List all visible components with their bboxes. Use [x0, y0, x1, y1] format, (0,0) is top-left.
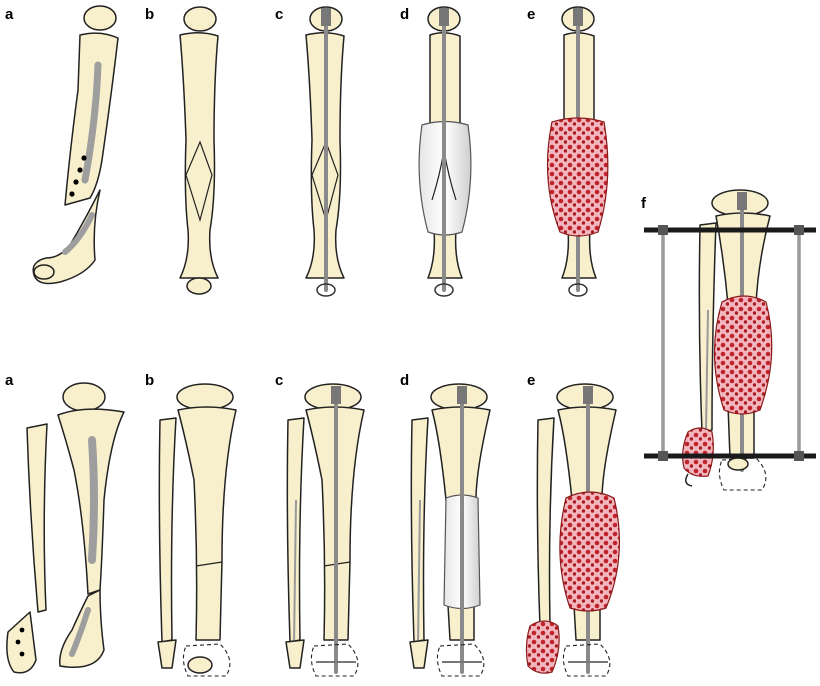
tibia [177, 406, 237, 641]
top-d-bone [418, 6, 472, 297]
distal-epiphysis [33, 264, 55, 280]
label-bottom-e: e [527, 372, 535, 389]
fibula [536, 417, 555, 628]
screw-hole [73, 179, 79, 185]
talus-outline [562, 643, 611, 677]
clamp [794, 225, 804, 235]
nail-thread [737, 192, 747, 210]
fibula-wire [705, 309, 709, 431]
label-bottom-c: c [275, 372, 283, 389]
talar-dome [187, 656, 213, 674]
nail-thread [439, 8, 449, 26]
label-f: f [641, 195, 647, 212]
medullary-canal-distal [69, 607, 91, 657]
fibula-fragment [26, 423, 48, 613]
label-top-e: e [527, 6, 535, 23]
label-top-c: c [275, 6, 283, 23]
proximal-epiphysis [183, 6, 217, 32]
nail-eye [316, 283, 336, 297]
fibula-wire [417, 499, 421, 646]
fracture-line [311, 140, 339, 223]
medullary-canal [81, 61, 102, 184]
fibula-malleolus [409, 639, 429, 669]
talus-outline [718, 457, 767, 491]
top-e-bone [546, 6, 609, 297]
clamp [794, 451, 804, 461]
screw-hole [15, 639, 21, 645]
talus-outline [310, 643, 359, 677]
nail-thread [573, 8, 583, 26]
bottom-d-bones [409, 383, 491, 677]
distal-epiphysis [186, 277, 212, 295]
tibia-plateau [176, 383, 234, 411]
label-top-a: a [5, 6, 14, 23]
label-bottom-a: a [5, 372, 14, 389]
fibula-bone-graft [525, 620, 560, 674]
osteotomy-line [195, 561, 223, 567]
nail-thread [457, 386, 467, 404]
panel-f-fixator [644, 189, 816, 491]
fibula-malleolus [285, 639, 305, 669]
talar-dome [727, 457, 749, 471]
proximal-epiphysis [83, 5, 117, 31]
nail-eye [568, 283, 588, 297]
fibula-wire [293, 499, 297, 646]
nail-thread [321, 8, 331, 26]
nail-eye [434, 283, 454, 297]
screw-hole [19, 627, 25, 633]
talus-outline [182, 643, 231, 677]
label-bottom-b: b [145, 372, 154, 389]
bone-graft [546, 117, 609, 237]
tibia-bone-graft [713, 295, 773, 415]
wire-hook [685, 473, 693, 487]
fibula [158, 417, 177, 643]
top-c-bone [305, 6, 345, 297]
label-top-b: b [145, 6, 154, 23]
fibula-bone-graft [682, 427, 714, 477]
screw-hole [81, 155, 87, 161]
bottom-b-bones [157, 383, 237, 677]
bottom-a-bones [6, 382, 125, 674]
nail-thread [331, 386, 341, 404]
tibia-bone-graft [559, 491, 621, 612]
reduced-shaft [179, 32, 219, 279]
clamp [658, 225, 668, 235]
nail-thread [583, 386, 593, 404]
fibula-malleolus [157, 639, 177, 669]
top-a-bone [32, 5, 119, 285]
talus-outline [436, 643, 485, 677]
medullary-canal-distal [62, 212, 95, 255]
screw-hole [19, 651, 25, 657]
medullary-canal [88, 436, 98, 564]
label-top-d: d [400, 6, 409, 23]
clamp [658, 451, 668, 461]
fibula-distal-fragment [6, 611, 37, 674]
screw-hole [77, 167, 83, 173]
top-b-bone [179, 6, 219, 295]
label-bottom-d: d [400, 372, 409, 389]
bottom-e-bones [525, 383, 621, 677]
bottom-c-bones [285, 383, 365, 677]
screw-hole [69, 191, 75, 197]
tibia-plateau [62, 382, 106, 412]
fracture-line [185, 140, 213, 223]
